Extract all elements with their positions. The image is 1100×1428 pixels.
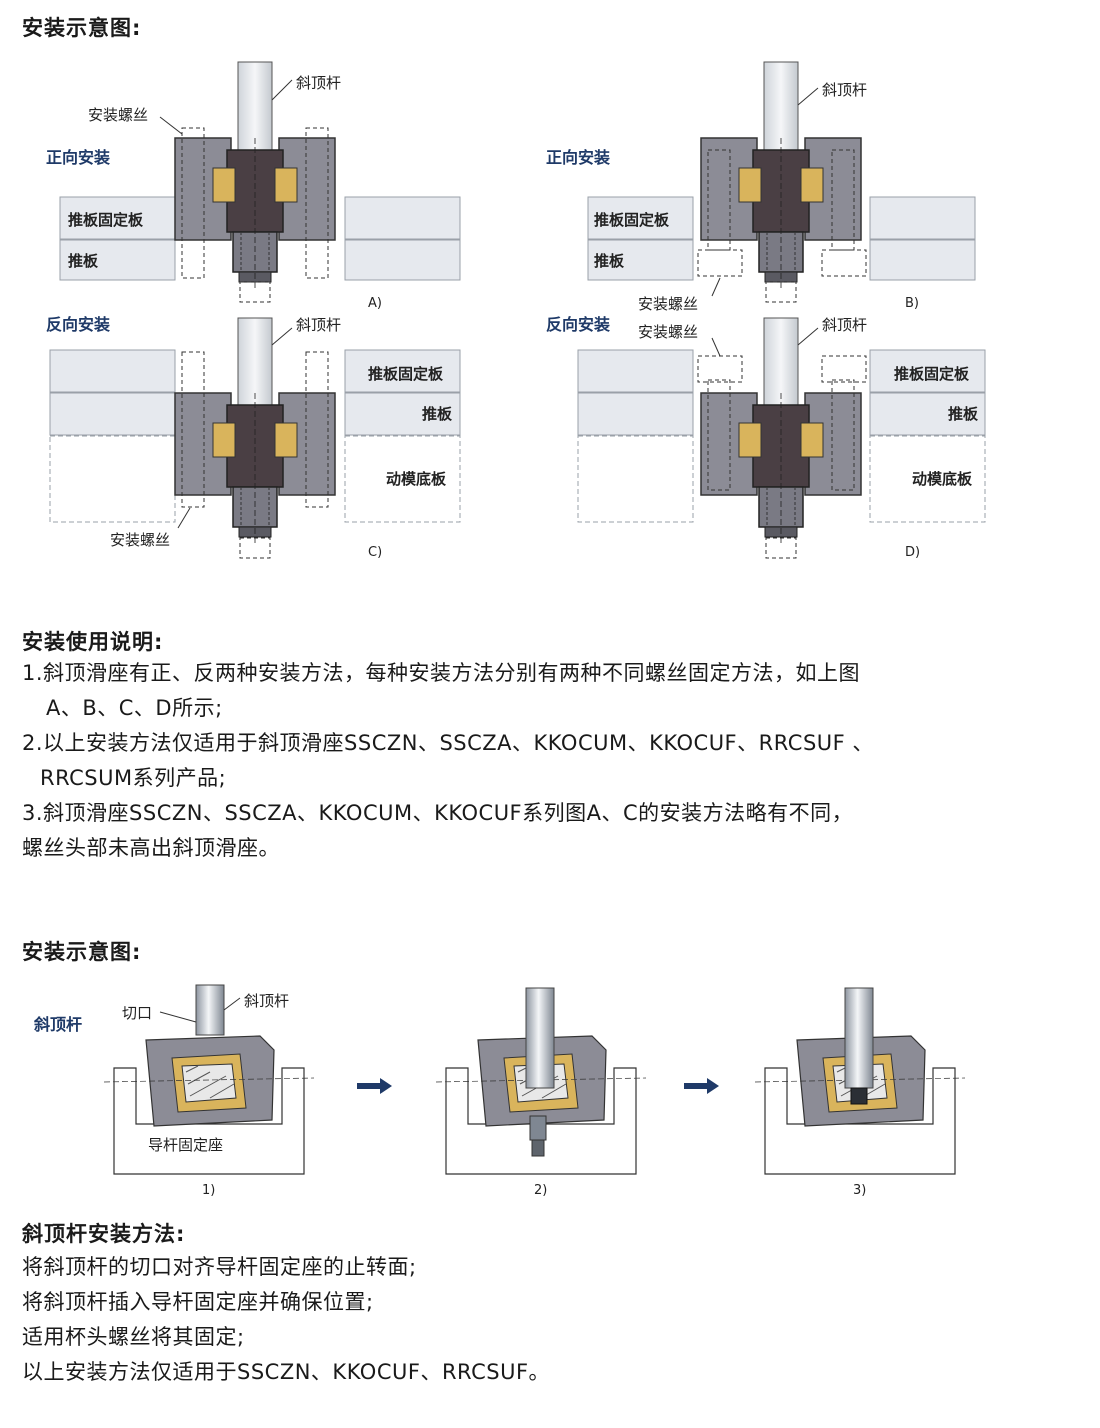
method-line-4: 以上安装方法仅适用于SSCZN、KKOCUF、RRCSUF。 [22, 1360, 551, 1384]
usage-line-5: 3.斜顶滑座SSCZN、SSCZA、KKOCUM、KKOCUF系列图A、C的安装… [22, 801, 854, 825]
label-c-plate-fix: 推板固定板 [368, 365, 444, 383]
label-d-base: 动模底板 [912, 470, 973, 488]
panel-c [49, 317, 461, 559]
section1-title: 安装示意图: [22, 16, 142, 40]
label-a-plate: 推板 [68, 252, 99, 270]
label-c-rod: 斜顶杆 [296, 316, 341, 334]
usage-line-2: A、B、C、D所示; [46, 696, 223, 720]
label-d-plate-fix: 推板固定板 [894, 365, 970, 383]
step1-rod-bold-label: 斜顶杆 [33, 1015, 82, 1034]
label-d-screw: 安装螺丝 [638, 323, 698, 341]
method-text: 将斜顶杆的切口对齐导杆固定座的止转面; 将斜顶杆插入导杆固定座并确保位置; 适用… [22, 1250, 550, 1390]
usage-text: 1.斜顶滑座有正、反两种安装方法，每种安装方法分别有两种不同螺丝固定方法，如上图… [22, 656, 874, 866]
arrow-2-icon [684, 1078, 719, 1094]
step-3 [754, 987, 966, 1175]
usage-line-1: 1.斜顶滑座有正、反两种安装方法，每种安装方法分别有两种不同螺丝固定方法，如上图 [22, 661, 861, 685]
panel-d [577, 317, 986, 559]
rod-install-steps-diagram: 斜顶杆 切口 斜顶杆 导杆固定座 1) 2) 3) [33, 984, 966, 1198]
method-line-3: 适用杯头螺丝将其固定; [22, 1325, 245, 1349]
label-d-plate: 推板 [948, 405, 979, 423]
label-c-base: 动模底板 [386, 470, 447, 488]
step-id-3: 3) [853, 1183, 866, 1198]
step-1 [103, 984, 315, 1175]
step1-rod-label: 斜顶杆 [244, 992, 289, 1010]
step-2 [435, 987, 647, 1175]
step1-cut-label: 切口 [122, 1004, 152, 1022]
panel-a [59, 61, 461, 303]
usage-line-4: RRCSUM系列产品; [40, 766, 227, 790]
panel-id-a: A) [368, 296, 382, 311]
label-a-forward: 正向安装 [46, 148, 110, 167]
label-a-screw: 安装螺丝 [88, 106, 148, 124]
step1-seat-label: 导杆固定座 [148, 1136, 223, 1154]
label-d-rod: 斜顶杆 [822, 316, 867, 334]
label-b-plate-fix: 推板固定板 [594, 211, 670, 229]
label-a-plate-fix: 推板固定板 [68, 211, 144, 229]
label-b-screw: 安装螺丝 [638, 295, 698, 313]
arrow-1-icon [357, 1078, 392, 1094]
step-id-2: 2) [534, 1183, 547, 1198]
method-line-1: 将斜顶杆的切口对齐导杆固定座的止转面; [22, 1255, 417, 1279]
label-b-forward: 正向安装 [546, 148, 610, 167]
method-line-2: 将斜顶杆插入导杆固定座并确保位置; [22, 1290, 374, 1314]
installation-diagram-abcd: 斜顶杆 安装螺丝 正向安装 推板固定板 推板 A) 斜顶杆 正向安装 推板固定板… [46, 61, 986, 560]
step-id-1: 1) [202, 1183, 215, 1198]
usage-line-3: 2.以上安装方法仅适用于斜顶滑座SSCZN、SSCZA、KKOCUM、KKOCU… [22, 731, 874, 755]
method-title: 斜顶杆安装方法: [22, 1222, 186, 1246]
usage-line-6: 螺丝头部未高出斜顶滑座。 [22, 836, 280, 860]
label-c-plate: 推板 [422, 405, 453, 423]
panel-id-b: B) [905, 296, 919, 311]
label-b-rod: 斜顶杆 [822, 81, 867, 99]
panel-id-d: D) [905, 545, 920, 560]
label-c-reverse: 反向安装 [46, 315, 110, 334]
label-b-plate: 推板 [594, 252, 625, 270]
label-c-screw: 安装螺丝 [110, 531, 170, 549]
usage-title: 安装使用说明: [22, 630, 164, 654]
section2-title: 安装示意图: [22, 940, 142, 964]
panel-id-c: C) [368, 545, 382, 560]
panel-b [587, 61, 976, 303]
label-a-rod: 斜顶杆 [296, 74, 341, 92]
label-d-reverse: 反向安装 [546, 315, 610, 334]
